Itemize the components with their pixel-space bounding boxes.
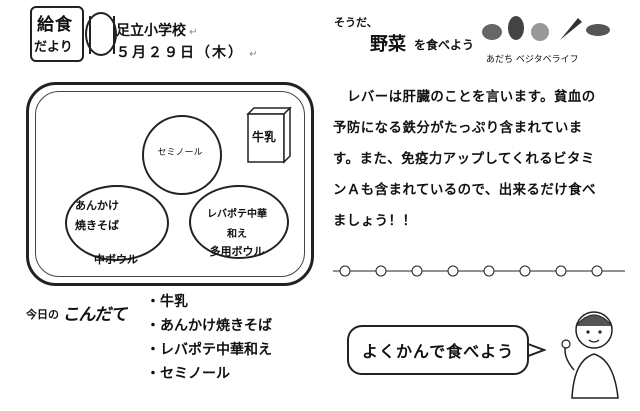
issue-date-text: ５月２９日（木）	[116, 45, 244, 61]
return-mark: ↵	[244, 49, 260, 60]
menu-item: ・レバポテ中華和え	[146, 342, 272, 358]
dish-multipurpose-bowl-line1: レバポテ中華	[207, 209, 267, 220]
paragraph-line: ンＡも含まれているので、出来るだけ食べ	[333, 183, 596, 198]
logo-title: 給食	[37, 15, 73, 35]
fork-knife-icon	[89, 16, 115, 54]
todays-menu-main: こんだて	[61, 305, 130, 325]
dish-dessert	[142, 115, 222, 195]
tray-inner-rim	[35, 91, 305, 277]
issue-date: ５月２９日（木） ↵	[116, 42, 260, 62]
todays-menu-title: 今日の こんだて	[26, 290, 134, 340]
medium-bowl-label: 中ボウル	[94, 253, 138, 266]
kyushoku-dayori-logo: 給食 だより	[30, 6, 117, 62]
school-name-text: 足立小学校	[116, 23, 186, 39]
dish-medium-bowl	[65, 185, 169, 261]
girl-illustration	[561, 311, 619, 399]
dish-dessert-label: セミノール	[157, 148, 203, 158]
chew-message: よくかんで食べよう	[362, 342, 515, 361]
menu-item: ・セミノール	[146, 366, 230, 382]
heading-sub: あだち ベジタベライフ	[486, 55, 579, 65]
dish-medium-bowl-line1: あんかけ	[75, 199, 119, 212]
dish-multipurpose-bowl	[189, 185, 289, 259]
paragraph-line: 予防になる鉄分がたっぷり含まれていま	[333, 121, 583, 136]
dish-medium-bowl-line2: 焼きそば	[75, 219, 119, 232]
heading-suffix: を食べよう	[414, 38, 475, 52]
logo-subtitle: だより	[34, 40, 73, 55]
todays-menu-prefix: 今日の	[26, 308, 59, 321]
heading-main: 野菜	[370, 34, 406, 55]
paragraph-line: レバーは肝臓のことを言います。貧血の	[347, 90, 596, 105]
milk-label: 牛乳	[252, 130, 277, 144]
plate-icon	[85, 12, 117, 56]
paragraph-line: ましょう！！	[333, 214, 417, 229]
vegetable-heading: そうだ、 野菜 を食べよう あだち ベジタベライフ	[330, 6, 630, 74]
menu-list: ・牛乳 ・あんかけ焼きそば ・レバポテ中華和え ・セミノール	[146, 290, 272, 386]
menu-item: ・あんかけ焼きそば	[146, 318, 272, 334]
speech-bubble	[347, 325, 546, 375]
return-mark: ↵	[186, 27, 198, 38]
multipurpose-bowl-label: 多用ボウル	[209, 245, 265, 258]
milk-carton-icon	[246, 106, 292, 164]
logo-box	[30, 6, 84, 62]
lunch-tray: セミノール あんかけ 焼きそば 中ボウル レバポテ中華 和え 多用ボウル	[26, 82, 314, 286]
heading-prefix: そうだ、	[334, 16, 378, 29]
menu-item: ・牛乳	[146, 294, 188, 310]
dish-multipurpose-bowl-line2: 和え	[227, 229, 247, 240]
vegetables-illustration	[482, 16, 610, 41]
vegetable-border	[333, 265, 625, 277]
school-name: 足立小学校 ↵	[116, 20, 198, 40]
liver-info-paragraph: レバーは肝臓のことを言います。貧血の 予防になる鉄分がたっぷり含まれていま す。…	[333, 82, 623, 237]
paragraph-line: す。また、免疫力アップしてくれるビタミ	[333, 152, 595, 167]
